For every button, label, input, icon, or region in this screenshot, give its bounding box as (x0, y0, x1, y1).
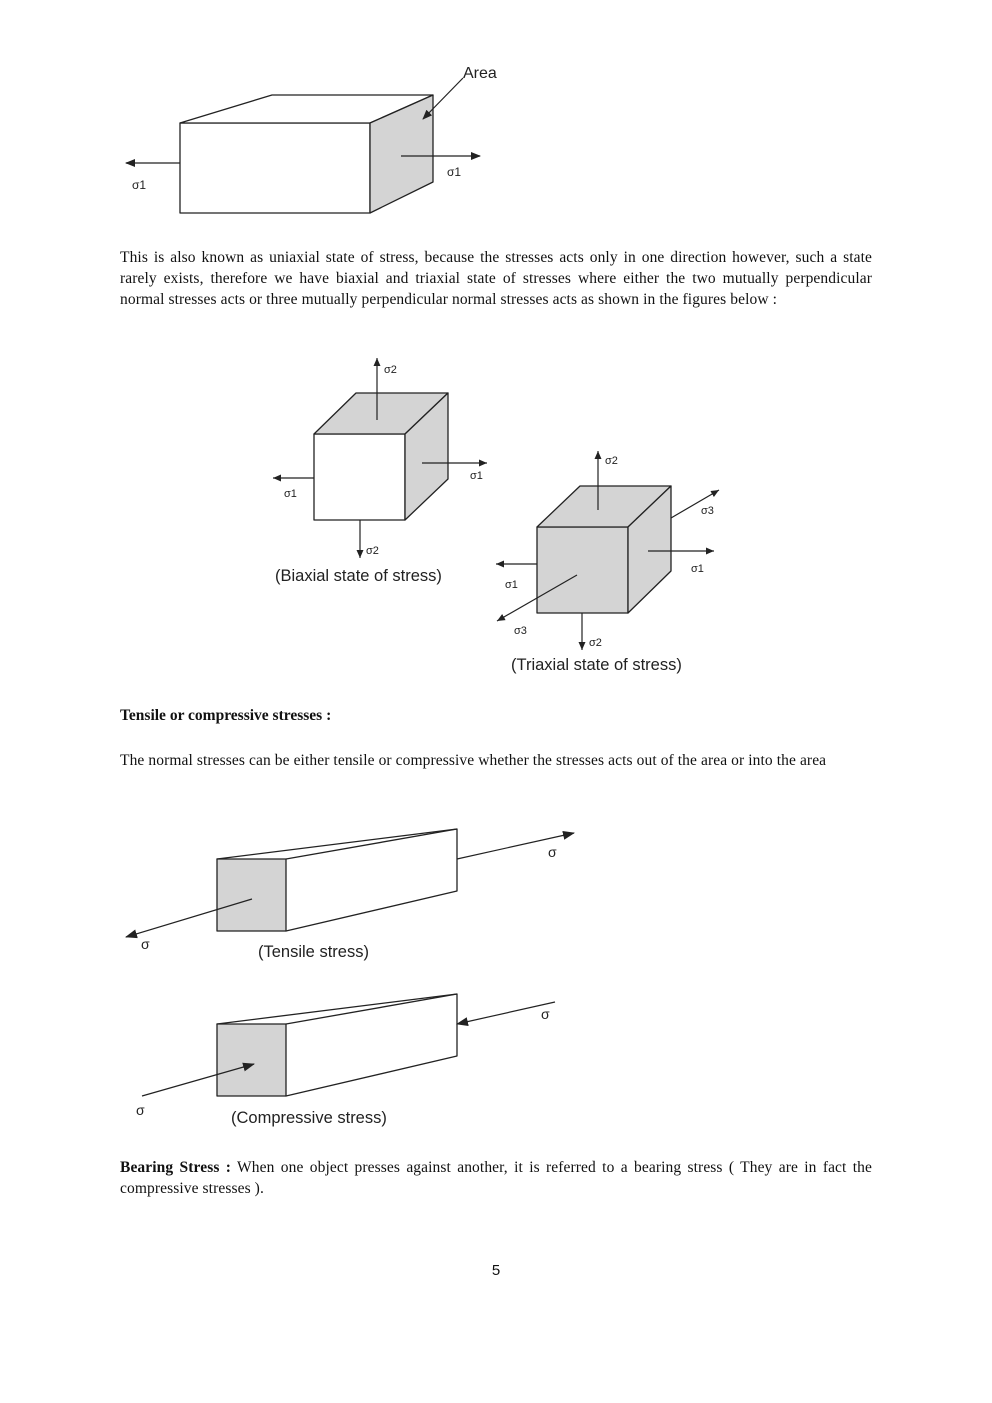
uniaxial-stress-figure: Area σ1 σ1 (125, 65, 497, 214)
heading-tensile-compressive: Tensile or compressive stresses : (120, 707, 332, 724)
sigma1-right-label: σ1 (447, 165, 461, 179)
compressive-sigma-left-label: σ (136, 1102, 145, 1118)
tensile-sigma-right-arrow (456, 830, 575, 860)
triaxial-caption: (Triaxial state of stress) (511, 656, 682, 674)
triaxial-sigma1-left-label: σ1 (505, 579, 518, 591)
box-front-face (179, 122, 371, 214)
page-number: 5 (491, 1262, 501, 1279)
tensile-caption: (Tensile stress) (258, 943, 369, 961)
paragraph-bearing-stress: Bearing Stress : When one object presses… (120, 1157, 872, 1199)
compressive-sigma-right-arrow (456, 1001, 556, 1026)
paragraph-normal-stresses: The normal stresses can be either tensil… (120, 752, 827, 769)
triaxial-sigma3-left-label: σ3 (514, 625, 527, 637)
biaxial-caption: (Biaxial state of stress) (275, 567, 442, 585)
tensile-compressive-figure: σ σ (Tensile stress) σ σ (Compressive st… (125, 828, 575, 1127)
paragraph-uniaxial: This is also known as uniaxial state of … (120, 249, 872, 308)
compressive-caption: (Compressive stress) (231, 1109, 387, 1127)
biaxial-cube (313, 392, 449, 521)
tensile-sigma-left-arrow (125, 898, 253, 939)
triaxial-sigma3-right-label: σ3 (701, 505, 714, 517)
compressive-sigma-right-label: σ (541, 1006, 550, 1022)
triaxial-sigma1-right-label: σ1 (691, 563, 704, 575)
triaxial-sigma3-left-arrow (496, 574, 578, 622)
area-pointer-arrow (422, 77, 464, 120)
sigma1-left-label: σ1 (132, 178, 146, 192)
tensile-sigma-right-label: σ (548, 844, 557, 860)
area-label: Area (463, 65, 497, 82)
bearing-stress-term: Bearing Stress : (120, 1159, 232, 1176)
triaxial-sigma3-right-arrow (670, 489, 720, 519)
compressive-sigma-left-arrow (141, 1062, 255, 1097)
tensile-sigma-left-label: σ (141, 936, 150, 952)
biaxial-triaxial-figure: σ2 σ1 σ1 σ2 (Biaxial state of stress) σ2… (273, 358, 720, 674)
biaxial-sigma2-top-label: σ2 (384, 364, 397, 376)
box-area-face (369, 94, 434, 214)
triaxial-sigma2-top-label: σ2 (605, 455, 618, 467)
compressive-bar (216, 993, 458, 1097)
bearing-stress-text: When one object presses against another,… (120, 1159, 872, 1197)
triaxial-sigma2-bottom-label: σ2 (589, 637, 602, 649)
biaxial-sigma1-right-label: σ1 (470, 470, 483, 482)
triaxial-cube (536, 485, 672, 614)
biaxial-sigma2-bottom-label: σ2 (366, 545, 379, 557)
biaxial-sigma1-left-label: σ1 (284, 488, 297, 500)
tensile-bar (216, 828, 458, 932)
